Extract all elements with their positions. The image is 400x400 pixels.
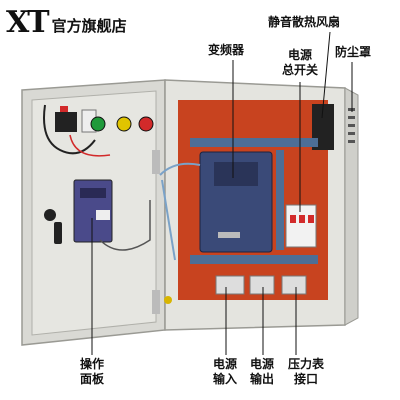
hinge-top <box>152 150 160 174</box>
door-lock-handle <box>44 209 62 244</box>
din-rail-bottom <box>190 255 318 264</box>
din-rail-vertical <box>276 150 284 250</box>
label-panel: 操作 面板 <box>80 357 104 387</box>
main-switch-breakers <box>285 204 317 248</box>
label-power-output-line2: 输出 <box>250 372 275 386</box>
label-power-input: 电源 输入 <box>213 357 237 387</box>
inverter <box>199 151 273 253</box>
door-indicator-lights <box>55 106 154 133</box>
label-gauge-port-line1: 压力表 <box>288 357 325 371</box>
label-panel-line1: 操作 <box>80 357 105 371</box>
label-power-switch-line1: 电源 <box>288 48 313 62</box>
brand-logo: XT <box>6 5 50 40</box>
operation-panel <box>73 179 113 243</box>
label-power-output-line1: 电源 <box>250 357 275 371</box>
brand-store-name: 官方旗舰店 <box>51 17 127 35</box>
terminal-blocks <box>215 275 307 295</box>
label-power-output: 电源 输出 <box>250 357 274 387</box>
label-power-switch-line2: 总开关 <box>282 63 319 77</box>
label-power-input-line2: 输入 <box>213 372 238 386</box>
door-wires-red <box>69 134 111 157</box>
label-panel-line2: 面板 <box>80 372 105 386</box>
label-gauge-port-line2: 接口 <box>294 372 319 386</box>
door-cable <box>159 162 201 176</box>
ground-terminal <box>164 296 172 304</box>
panel-cable <box>99 200 151 251</box>
door-wires <box>43 104 96 155</box>
label-gauge-port: 压力表 接口 <box>288 357 324 387</box>
label-inverter: 变频器 <box>208 43 245 57</box>
label-fan: 静音散热风扇 <box>268 15 341 29</box>
din-rail-top <box>190 138 318 147</box>
brand-header: XT 官方旗舰店 <box>6 8 127 38</box>
label-power-input-line1: 电源 <box>213 357 238 371</box>
label-dust-cover: 防尘罩 <box>335 45 372 59</box>
leader-lines <box>91 31 353 355</box>
door-cable-2 <box>161 179 176 261</box>
hinge-bottom <box>152 290 160 314</box>
label-power-switch: 电源 总开关 <box>282 48 318 78</box>
